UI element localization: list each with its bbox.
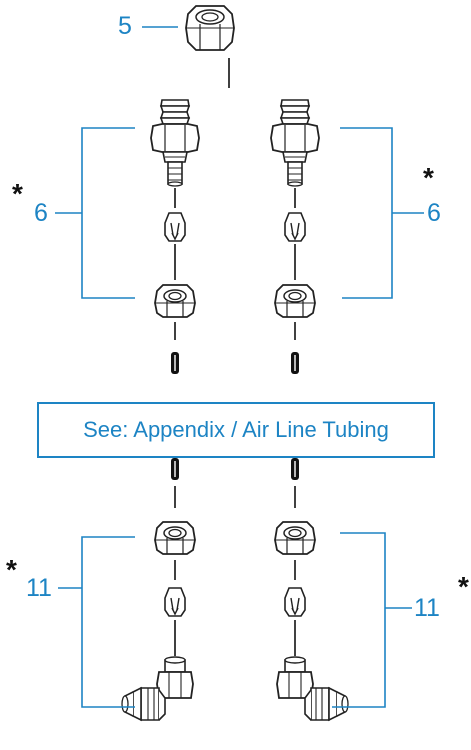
asterisk-marker: * — [458, 571, 469, 602]
callout-6-left: 6 — [34, 199, 48, 227]
callout-11-left: 11 — [26, 574, 52, 602]
elbow-fitting-icon — [121, 656, 194, 722]
asterisk-marker: * — [423, 162, 434, 193]
ferrule-icon — [164, 587, 186, 617]
reference-note-text: See: Appendix / Air Line Tubing — [83, 417, 389, 442]
compression-nut-icon — [274, 521, 316, 555]
callout-6-right: 6 — [427, 199, 441, 227]
compression-nut-icon — [154, 284, 196, 318]
callout-11-right: 11 — [414, 594, 440, 622]
air-tubing-icon — [170, 351, 180, 375]
ferrule-icon — [164, 212, 186, 242]
reference-note-box: See: Appendix / Air Line Tubing — [37, 402, 435, 458]
callout-5: 5 — [118, 12, 132, 40]
ferrule-icon — [284, 212, 306, 242]
ferrule-icon — [284, 587, 306, 617]
elbow-fitting-icon — [276, 656, 349, 722]
asterisk-marker: * — [6, 554, 17, 585]
hex-nut-icon — [185, 5, 235, 51]
compression-nut-icon — [274, 284, 316, 318]
air-tubing-icon — [290, 457, 300, 481]
straight-fitting-icon — [270, 99, 320, 187]
compression-nut-icon — [154, 521, 196, 555]
air-tubing-icon — [290, 351, 300, 375]
air-tubing-icon — [170, 457, 180, 481]
asterisk-marker: * — [12, 178, 23, 209]
straight-fitting-icon — [150, 99, 200, 187]
